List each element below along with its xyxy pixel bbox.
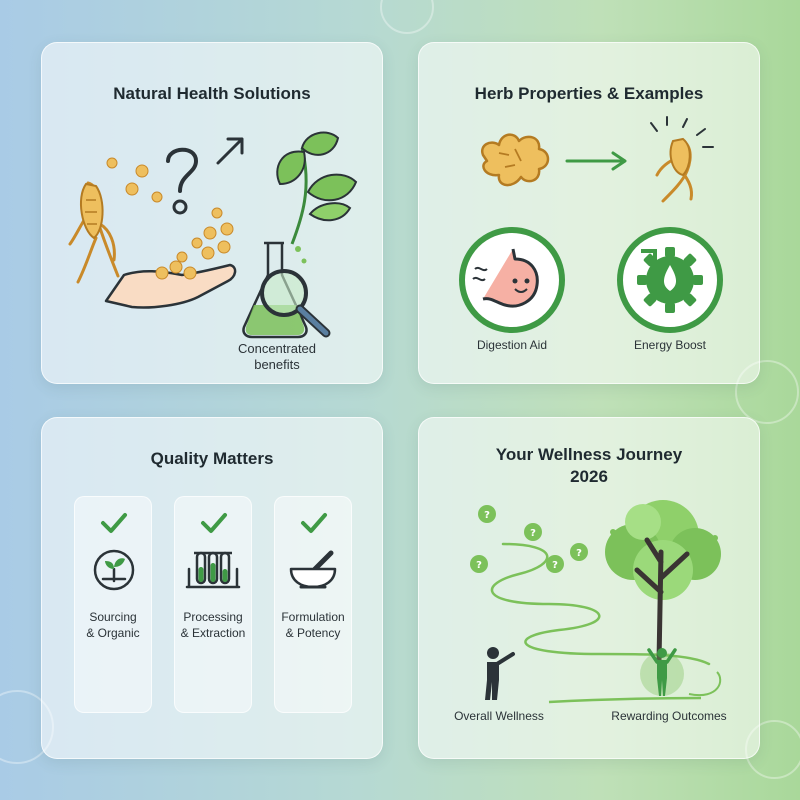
caption-line: Concentrated: [237, 341, 317, 356]
pills-icon: [106, 157, 234, 260]
check-icon: [301, 513, 327, 533]
hand-with-pills-icon: [104, 251, 237, 309]
panel-title: Quality Matters: [150, 449, 274, 468]
magnifier-icon: [260, 269, 331, 338]
quality-card-label: Sourcing & Organic: [75, 609, 151, 641]
digestion-aid-label: Digestion Aid: [476, 338, 548, 352]
caption-line: benefits: [254, 357, 300, 372]
label-line: & Extraction: [180, 626, 246, 640]
tree-icon: [605, 500, 721, 665]
ginger-root-icon: [480, 133, 550, 187]
label-line: Formulation: [281, 610, 345, 624]
svg-text:?: ?: [530, 528, 536, 539]
panel-title: Natural Health Solutions: [113, 84, 311, 103]
label-line: & Organic: [86, 626, 140, 640]
svg-text:?: ?: [476, 560, 482, 571]
arrow-icon: [216, 137, 244, 165]
quality-matters-panel: Quality Matters Sourcing & Organic: [41, 417, 383, 759]
arrow-right-icon: [565, 151, 627, 171]
ginseng-root-icon: [68, 181, 120, 284]
herb-properties-panel: Herb Properties & Examples Digestion Aid: [418, 42, 760, 384]
label-line: & Potency: [285, 626, 341, 640]
person-celebrating-icon: [640, 648, 684, 696]
gear-energy-icon: [617, 227, 723, 333]
quality-card-label: Formulation & Potency: [275, 609, 351, 641]
check-icon: [101, 513, 127, 533]
mortar-pestle-icon: [289, 550, 337, 589]
panel-title: Herb Properties & Examples: [474, 84, 704, 103]
label-line: Sourcing: [89, 610, 137, 624]
concentrated-caption: Concentrated benefits: [222, 341, 332, 373]
ginseng-root-icon: [650, 116, 714, 203]
check-icon: [201, 513, 227, 533]
question-mark-icon: [166, 147, 199, 215]
background-doodle: [735, 360, 799, 424]
title-line: Your Wellness Journey: [495, 445, 683, 464]
background-doodle: [380, 0, 434, 34]
test-tubes-icon: [185, 551, 241, 589]
quality-card-label: Processing & Extraction: [175, 609, 251, 641]
svg-text:?: ?: [484, 510, 490, 521]
natural-health-panel: Natural Health Solutions: [41, 42, 383, 384]
seedling-icon: [93, 549, 135, 591]
quality-card-sourcing: Sourcing & Organic: [74, 496, 152, 713]
journey-path: [490, 542, 722, 704]
wellness-journey-panel: Your Wellness Journey 2026 ? ? ? ? ?: [418, 417, 760, 759]
energy-boost-label: Energy Boost: [633, 338, 707, 352]
rewarding-outcomes-label: Rewarding Outcomes: [611, 709, 727, 723]
label-line: Processing: [183, 610, 243, 624]
question-bubble-icon: ? ? ? ? ?: [470, 505, 588, 573]
panel-title: Your Wellness Journey 2026: [419, 444, 759, 488]
overall-wellness-label: Overall Wellness: [454, 709, 544, 723]
person-pointing-icon: [485, 647, 515, 700]
quality-card-processing: Processing & Extraction: [174, 496, 252, 713]
quality-card-formulation: Formulation & Potency: [274, 496, 352, 713]
title-line: 2026: [570, 467, 608, 486]
stomach-icon: [459, 227, 565, 333]
leaf-sprig-icon: [276, 131, 358, 245]
svg-text:?: ?: [552, 560, 558, 571]
svg-text:?: ?: [576, 548, 582, 559]
